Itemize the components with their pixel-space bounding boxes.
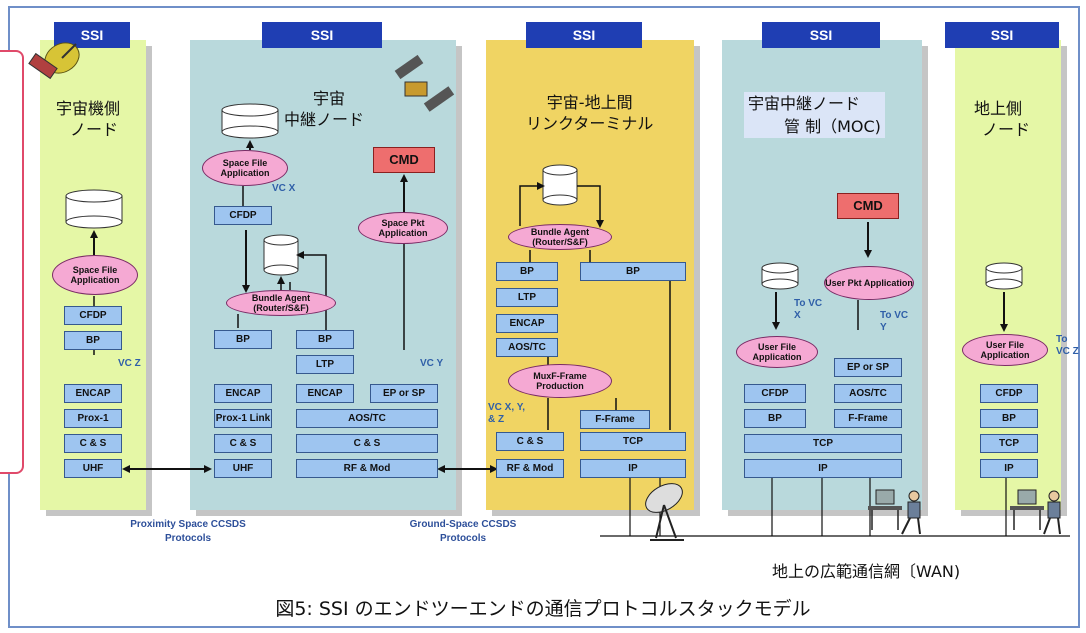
workstation-icon-ground <box>1010 489 1061 535</box>
prox1-spacecraft: Prox-1 <box>64 409 122 428</box>
aos-tc-relay: AOS/TC <box>296 409 438 428</box>
title-terminal-line1: 宇宙-地上間 <box>546 93 633 112</box>
title-terminal: 宇宙-地上間 リンクターミナル <box>526 92 653 134</box>
bp-terminal-right: BP <box>580 262 686 281</box>
title-relay-line2: 中継ノード <box>284 110 365 129</box>
database-icon-spacecraft <box>65 189 123 229</box>
cmd-box-relay: CMD <box>373 147 435 173</box>
prox1-link-relay: Prox-1 Link <box>214 409 272 428</box>
ip-moc: IP <box>744 459 902 478</box>
cfdp-moc: CFDP <box>744 384 806 403</box>
ip-ground: IP <box>980 459 1038 478</box>
bundle-agent-terminal: Bundle Agent (Router/S&F) <box>508 224 612 250</box>
fframe-terminal: F-Frame <box>580 410 650 429</box>
ip-terminal: IP <box>580 459 686 478</box>
bp-terminal-left: BP <box>496 262 558 281</box>
title-ground: 地上側 ノード <box>974 98 1030 140</box>
ssi-label-4: SSI <box>762 22 880 48</box>
vc-xyz-terminal: VC X, Y, & Z <box>488 402 526 425</box>
bp-relay-right: BP <box>296 330 354 349</box>
title-terminal-line2: リンクターミナル <box>526 114 654 133</box>
to-vc-x-moc: To VC X <box>794 298 823 321</box>
ltp-terminal: LTP <box>496 288 558 307</box>
satellite-dish-icon-spacecraft <box>28 42 80 80</box>
proximity-protocols-label: Proximity Space CCSDS Protocols <box>130 519 246 544</box>
tcp-moc: TCP <box>744 434 902 453</box>
ssi-label-3: SSI <box>526 22 642 48</box>
title-moc-line2: 管 制（MOC) <box>744 115 885 138</box>
title-relay-line1: 宇宙 <box>313 89 346 108</box>
encap-terminal: ENCAP <box>496 314 558 333</box>
aos-tc-moc: AOS/TC <box>834 384 902 403</box>
ssi-label-2: SSI <box>262 22 382 48</box>
vc-x-relay: VC X <box>272 183 296 194</box>
bp-ground: BP <box>980 409 1038 428</box>
title-ground-line1: 地上側 <box>974 99 1023 118</box>
title-moc-line1: 宇宙中継ノード <box>744 92 885 115</box>
ltp-relay: LTP <box>296 355 354 374</box>
space-file-app-spacecraft: Space File Application <box>52 255 138 295</box>
encap-spacecraft: ENCAP <box>64 384 122 403</box>
bp-relay-left: BP <box>214 330 272 349</box>
rf-mod-terminal: RF & Mod <box>496 459 564 478</box>
ground-space-protocols-label: Ground-Space CCSDS Protocols <box>409 519 517 544</box>
encap-relay-right: ENCAP <box>296 384 354 403</box>
database-icon-terminal <box>542 164 578 206</box>
title-moc: 宇宙中継ノード 管 制（MOC) <box>744 92 885 138</box>
cfdp-spacecraft: CFDP <box>64 306 122 325</box>
space-file-app-relay: Space File Application <box>202 150 288 186</box>
uhf-spacecraft: UHF <box>64 459 122 478</box>
left-pink-bracket <box>0 50 24 474</box>
vc-y-relay: VC Y <box>420 358 444 369</box>
tcp-terminal: TCP <box>580 432 686 451</box>
figure-caption: 図5: SSI のエンドツーエンドの通信プロトコルスタックモデル <box>275 598 811 620</box>
ep-or-sp-relay: EP or SP <box>370 384 438 403</box>
workstation-icon-moc <box>868 489 921 535</box>
bp-moc: BP <box>744 409 806 428</box>
cs-relay-right: C & S <box>296 434 438 453</box>
cfdp-relay: CFDP <box>214 206 272 225</box>
title-spacecraft: 宇宙機側 ノード <box>56 98 120 140</box>
title-relay: 宇宙 中継ノード <box>284 88 364 130</box>
fframe-moc: F-Frame <box>834 409 902 428</box>
title-spacecraft-line1: 宇宙機側 <box>56 99 121 118</box>
cfdp-ground: CFDP <box>980 384 1038 403</box>
wan-label: 地上の広範通信網〔WAN) <box>772 562 961 581</box>
to-vc-y-moc: To VC Y <box>880 310 909 333</box>
satellite-icon-relay <box>394 54 455 112</box>
user-pkt-app-moc: User Pkt Application <box>824 266 914 300</box>
title-spacecraft-line2: ノード <box>70 120 119 139</box>
bundle-agent-relay: Bundle Agent (Router/S&F) <box>226 290 336 316</box>
user-file-app-moc: User File Application <box>736 336 818 368</box>
cs-spacecraft: C & S <box>64 434 122 453</box>
aos-tc-terminal: AOS/TC <box>496 338 558 357</box>
vc-z-spacecraft: VC Z <box>118 358 141 369</box>
ssi-label-5: SSI <box>945 22 1059 48</box>
bp-spacecraft: BP <box>64 331 122 350</box>
rf-mod-relay: RF & Mod <box>296 459 438 478</box>
database-icon-relay-bundle <box>263 234 299 276</box>
ep-or-sp-moc: EP or SP <box>834 358 902 377</box>
encap-relay-left: ENCAP <box>214 384 272 403</box>
database-icon-moc <box>761 262 799 290</box>
to-vc-z-ground: To VC Z <box>1056 334 1079 357</box>
mux-fframe-production: MuxF-Frame Production <box>508 364 612 398</box>
ground-antenna-icon <box>645 483 684 541</box>
user-file-app-ground: User File Application <box>962 334 1048 366</box>
space-pkt-app-relay: Space Pkt Application <box>358 212 448 244</box>
cs-terminal: C & S <box>496 432 564 451</box>
uhf-relay: UHF <box>214 459 272 478</box>
tcp-ground: TCP <box>980 434 1038 453</box>
database-icon-relay-file <box>221 103 279 139</box>
cmd-box-moc: CMD <box>837 193 899 219</box>
database-icon-ground <box>985 262 1023 290</box>
cs-relay-left: C & S <box>214 434 272 453</box>
title-ground-line2: ノード <box>982 120 1031 139</box>
